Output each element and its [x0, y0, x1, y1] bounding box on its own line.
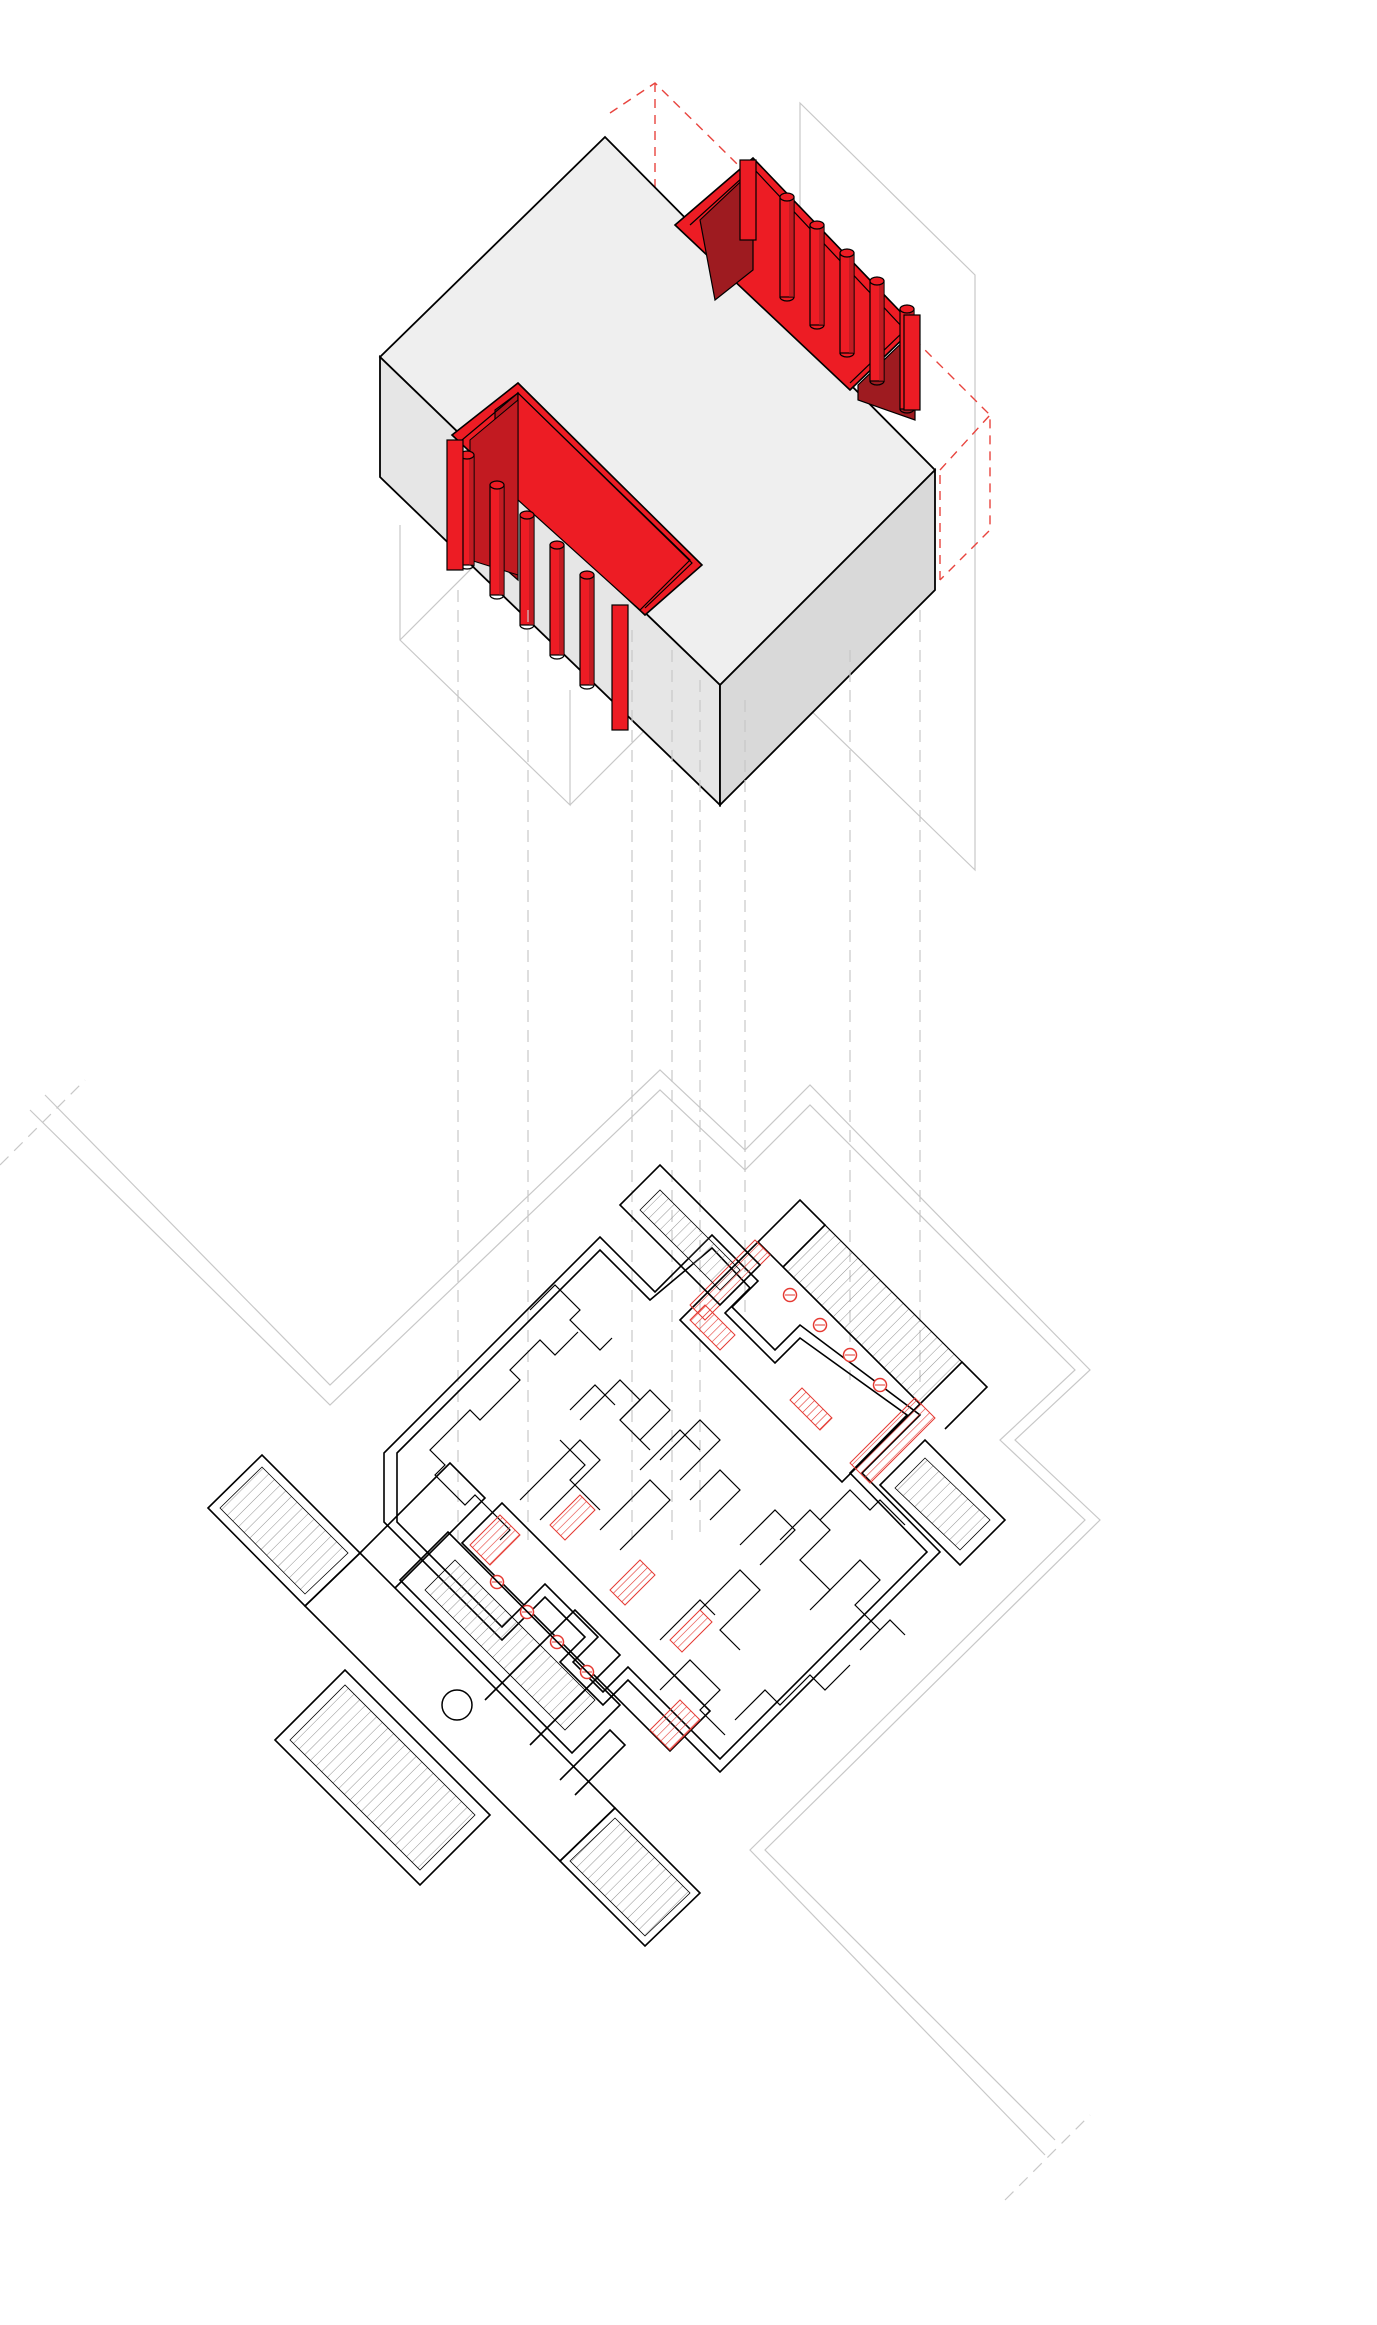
forecourt-well: [441, 1689, 473, 1721]
south-colonnade-column: [489, 480, 505, 600]
south-colonnade-column: [519, 510, 535, 630]
north-colonnade-column: [779, 192, 795, 302]
end-pilaster: [446, 439, 464, 571]
south-colonnade-column: [579, 570, 595, 690]
north-colonnade-column: [869, 276, 885, 386]
interior-walls: [429, 1284, 906, 1736]
south-forecourt: [206, 1453, 702, 1948]
axonometric-view: [378, 82, 991, 1540]
south-colonnade: [446, 439, 629, 731]
north-colonnade: [739, 159, 921, 414]
north-colonnade-column: [809, 220, 825, 330]
site-boundary: [0, 1069, 1101, 2201]
north-porch-plan: [678, 1198, 989, 1484]
south-porch-plan: [460, 1494, 713, 1753]
end-pilaster: [903, 314, 921, 411]
north-stair-wing: [618, 1163, 1007, 1567]
north-porch-plan-columns: [782, 1287, 888, 1393]
plan-view: [0, 1069, 1101, 2201]
south-colonnade-column: [549, 540, 565, 660]
building-mass-right-face: [719, 467, 936, 808]
end-pilaster: [611, 604, 629, 731]
south-porch-axon: [450, 381, 704, 617]
north-colonnade-column: [839, 248, 855, 358]
end-pilaster: [739, 159, 757, 241]
projection-lines: [457, 590, 921, 1540]
